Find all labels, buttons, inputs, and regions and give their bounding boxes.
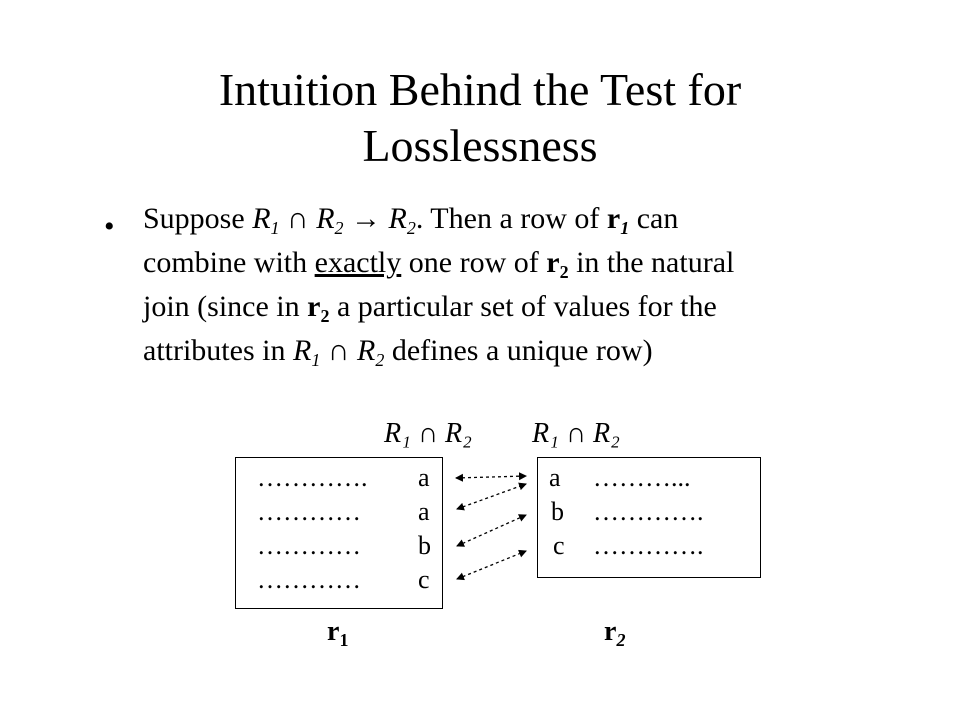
arrow-symbol: → [343, 202, 389, 235]
bullet-line-3: join (since in r2 a particular set of va… [143, 285, 903, 329]
arrow-a-to-a [455, 472, 527, 482]
r2-row-key: c [553, 531, 565, 560]
text-exactly: exactly [314, 246, 402, 279]
intersection-symbol: ∩ [320, 334, 357, 367]
relation-r1-label: r1 [327, 616, 349, 650]
title-line-2: Losslessness [362, 120, 598, 171]
relation-r2-label: r2 [604, 616, 626, 650]
arrow-b-to-b [456, 514, 527, 547]
r2-row-key: a [549, 463, 561, 492]
r2-row-key: b [551, 497, 564, 526]
left-column-header: R₁ ∩ R₂ [384, 418, 472, 449]
var-R1: R1 [292, 334, 321, 370]
text-one-row: one row of [401, 246, 547, 279]
var-r2: r2 [307, 290, 330, 326]
r2-row-dots: …………. [593, 531, 704, 560]
var-R2: R2 [388, 202, 416, 238]
slide-title: Intuition Behind the Test for Losslessne… [0, 62, 960, 174]
arrow-c-to-c [456, 549, 527, 581]
arrow-a2-to-a [456, 482, 527, 511]
r1-row-dots: …………. [257, 463, 368, 492]
right-column-header: R₁ ∩ R₂ [532, 418, 620, 449]
r1-row-dots: ………… [257, 565, 361, 594]
r1-row-key: a [418, 497, 430, 526]
var-R2: R2 [316, 202, 344, 238]
r1-row-key: c [418, 565, 430, 594]
r1-row-dots: ………… [257, 531, 361, 560]
r2-row-dots: ………... [593, 463, 691, 492]
r1-row-dots: ………… [257, 497, 361, 526]
text-defines: defines a unique row) [384, 334, 653, 367]
relation-r2-box [537, 457, 761, 578]
text-particular: a particular set of values for the [329, 290, 717, 323]
r1-row-key: a [418, 463, 430, 492]
var-R1: R1 [252, 202, 280, 238]
bullet-glyph: • [104, 210, 115, 243]
var-r2: r2 [546, 246, 569, 282]
var-R2: R2 [356, 334, 385, 370]
text-suppose: Suppose [143, 202, 253, 235]
bullet-line-1: Suppose R1 ∩ R2 → R2. Then a row of r1 c… [143, 197, 903, 241]
text-attributes: attributes in [143, 334, 293, 367]
r2-row-dots: …………. [593, 497, 704, 526]
text-then: . Then a row of [415, 202, 607, 235]
r1-row-key: b [418, 531, 431, 560]
var-r1: r1 [606, 202, 630, 238]
bullet-line-4: attributes in R1 ∩ R2 defines a unique r… [143, 329, 903, 373]
text-join: join (since in [143, 290, 308, 323]
title-line-1: Intuition Behind the Test for [218, 64, 742, 115]
relation-r1-box [235, 457, 443, 609]
text-can: can [629, 202, 679, 235]
intersection-symbol: ∩ [279, 202, 317, 235]
bullet-text: Suppose R1 ∩ R2 → R2. Then a row of r1 c… [143, 197, 903, 373]
text-combine: combine with [143, 246, 315, 279]
text-natural: in the natural [568, 246, 735, 279]
bullet-line-2: combine with exactly one row of r2 in th… [143, 241, 903, 285]
